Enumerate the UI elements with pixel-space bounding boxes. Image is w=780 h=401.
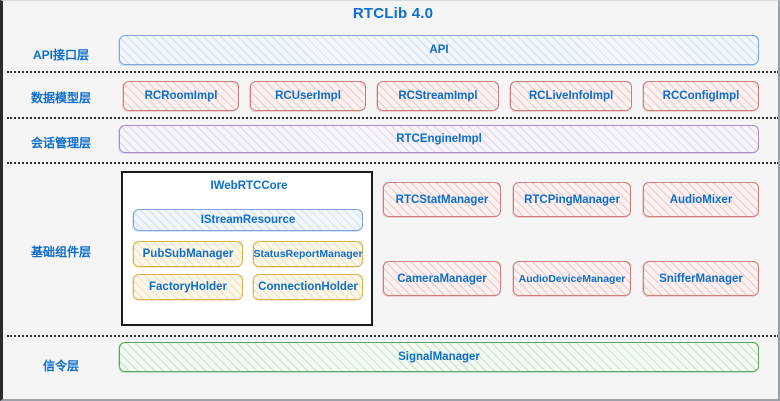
node-audiodevicemanager-label: AudioDeviceManager bbox=[518, 272, 626, 285]
node-rcliveinfoimpl[interactable]: RCLiveInfoImpl bbox=[509, 81, 632, 112]
node-connectionholder-label: ConnectionHolder bbox=[258, 281, 358, 293]
node-rcroomimpl-label: RCRoomImpl bbox=[144, 90, 218, 102]
node-rcconfigimpl[interactable]: RCConfigImpl bbox=[642, 81, 759, 112]
node-rtcstatmanager-label: RTCStatManager bbox=[395, 193, 489, 206]
group-iwebrtccore-title: IWebRTCCore bbox=[210, 180, 288, 192]
node-signalmanager-label: SignalManager bbox=[398, 351, 480, 363]
node-rcstreamimpl[interactable]: RCStreamImpl bbox=[376, 81, 499, 112]
node-api-label: API bbox=[429, 44, 449, 56]
node-istreamresource-label: IStreamResource bbox=[200, 214, 296, 226]
node-audiodevicemanager[interactable]: AudioDeviceManager bbox=[512, 261, 631, 297]
page-title: RTCLib 4.0 bbox=[352, 5, 434, 22]
layer-label-api: API接口层 bbox=[32, 48, 89, 62]
node-rcroomimpl[interactable]: RCRoomImpl bbox=[122, 81, 239, 112]
layer-label-component: 基础组件层 bbox=[30, 245, 91, 259]
node-audiomixer[interactable]: AudioMixer bbox=[642, 182, 759, 218]
node-rcuserimpl[interactable]: RCUserImpl bbox=[249, 81, 366, 112]
node-rcconfigimpl-label: RCConfigImpl bbox=[662, 90, 740, 102]
node-connectionholder[interactable]: ConnectionHolder bbox=[252, 274, 363, 301]
node-rtcengineimpl[interactable]: RTCEngineImpl bbox=[118, 125, 759, 154]
node-rtcpingmanager[interactable]: RTCPingManager bbox=[512, 182, 631, 218]
node-audiomixer-label: AudioMixer bbox=[669, 193, 733, 206]
node-statusreportmanager[interactable]: StatusReportManager bbox=[252, 241, 363, 268]
node-rcliveinfoimpl-label: RCLiveInfoImpl bbox=[528, 90, 614, 102]
node-rcuserimpl-label: RCUserImpl bbox=[275, 90, 341, 102]
layer-separator-1 bbox=[7, 71, 778, 73]
node-signalmanager[interactable]: SignalManager bbox=[118, 342, 759, 373]
node-cameramanager[interactable]: CameraManager bbox=[382, 261, 501, 297]
layer-separator-3 bbox=[7, 162, 778, 164]
node-istreamresource[interactable]: IStreamResource bbox=[132, 209, 363, 232]
node-rtcstatmanager[interactable]: RTCStatManager bbox=[382, 182, 501, 218]
layer-label-session: 会话管理层 bbox=[30, 136, 91, 150]
layer-label-signal: 信令层 bbox=[42, 359, 79, 373]
group-iwebrtccore[interactable]: IWebRTCCore IStreamResource PubSubManage… bbox=[121, 171, 373, 326]
layer-label-data-model: 数据模型层 bbox=[30, 91, 91, 105]
node-pubsubmanager-label: PubSubManager bbox=[142, 248, 234, 260]
node-rtcengineimpl-label: RTCEngineImpl bbox=[396, 133, 482, 145]
node-statusreportmanager-label: StatusReportManager bbox=[253, 248, 363, 260]
node-factoryholder[interactable]: FactoryHolder bbox=[132, 274, 243, 301]
node-pubsubmanager[interactable]: PubSubManager bbox=[132, 241, 243, 268]
node-rcstreamimpl-label: RCStreamImpl bbox=[398, 90, 478, 102]
layer-separator-2 bbox=[7, 117, 778, 119]
layer-separator-4 bbox=[7, 335, 778, 337]
node-rtcpingmanager-label: RTCPingManager bbox=[524, 193, 620, 206]
node-sniffermanager-label: SnifferManager bbox=[659, 272, 743, 285]
node-api[interactable]: API bbox=[118, 35, 759, 66]
node-sniffermanager[interactable]: SnifferManager bbox=[642, 261, 759, 297]
node-factoryholder-label: FactoryHolder bbox=[149, 281, 227, 293]
node-cameramanager-label: CameraManager bbox=[397, 272, 487, 285]
